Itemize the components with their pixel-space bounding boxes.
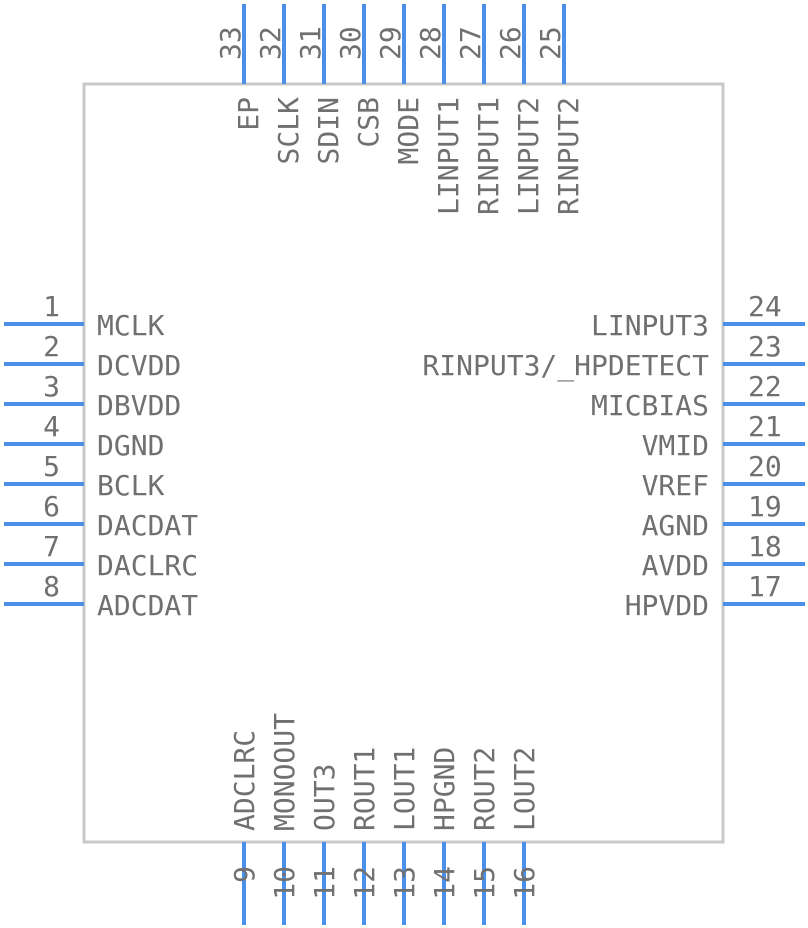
pin-23-label: RINPUT3/_HPDETECT (422, 349, 709, 383)
ic-body (82, 82, 725, 844)
pin-24-number: 24 (748, 290, 782, 323)
pin-29-number: 29 (374, 26, 407, 60)
pin-19-number: 19 (748, 490, 782, 523)
pin-1-label: MCLK (97, 309, 165, 342)
pin-4-label: DGND (97, 429, 164, 462)
pin-22-number: 22 (748, 370, 782, 403)
pin-8-number: 8 (43, 570, 60, 603)
pin-17-number: 17 (748, 570, 782, 603)
pin-4-number: 4 (43, 410, 60, 443)
pin-13-number: 13 (388, 866, 421, 900)
pin-11-label: OUT3 (308, 764, 341, 831)
pin-25-number: 25 (534, 26, 567, 60)
pin-20-number: 20 (748, 450, 782, 483)
pin-16-number: 16 (508, 866, 541, 900)
pin-15-number: 15 (468, 866, 501, 900)
pin-7-label: DACLRC (97, 549, 198, 582)
pin-32-number: 32 (254, 26, 287, 60)
pin-11-number: 11 (308, 866, 341, 900)
pin-23-number: 23 (748, 330, 782, 363)
pin-12-number: 12 (348, 866, 381, 900)
pin-24-label: LINPUT3 (591, 309, 709, 342)
pin-3-label: DBVDD (97, 389, 181, 422)
pin-6-label: DACDAT (97, 509, 198, 542)
pin-30-number: 30 (334, 26, 367, 60)
pin-13-label: LOUT1 (388, 747, 421, 831)
pin-14-number: 14 (428, 866, 461, 900)
pin-32-label: SCLK (272, 97, 305, 165)
pin-1-number: 1 (43, 290, 60, 323)
pin-21-number: 21 (748, 410, 782, 443)
pin-15-label: ROUT2 (468, 747, 501, 831)
pin-14-label: HPGND (428, 747, 461, 831)
pin-18-number: 18 (748, 530, 782, 563)
pin-33-number: 33 (214, 26, 247, 60)
pin-12-label: ROUT1 (348, 747, 381, 831)
pin-25-label: RINPUT2 (552, 97, 585, 215)
pin-33-label: EP (232, 97, 265, 131)
pin-9-label: ADCLRC (228, 730, 261, 831)
pin-21-label: VMID (642, 429, 709, 462)
pin-28-number: 28 (414, 26, 447, 60)
pin-2-label: DCVDD (97, 349, 181, 382)
pin-22-label: MICBIAS (591, 389, 709, 422)
pin-28-label: LINPUT1 (432, 97, 465, 215)
pin-20-label: VREF (642, 469, 709, 502)
pin-6-number: 6 (43, 490, 60, 523)
pin-3-number: 3 (43, 370, 60, 403)
pin-18-label: AVDD (642, 549, 709, 582)
pin-29-label: MODE (392, 97, 425, 164)
pin-10-label: MONOOUT (268, 713, 301, 831)
pin-31-label: SDIN (312, 97, 345, 164)
pin-10-number: 10 (268, 866, 301, 900)
pin-31-number: 31 (294, 26, 327, 60)
pin-5-number: 5 (43, 450, 60, 483)
pin-26-label: LINPUT2 (512, 97, 545, 215)
pin-17-label: HPVDD (625, 589, 709, 622)
pin-27-label: RINPUT1 (472, 97, 505, 215)
pin-5-label: BCLK (97, 469, 165, 502)
pin-19-label: AGND (642, 509, 709, 542)
pin-27-number: 27 (454, 26, 487, 60)
pin-2-number: 2 (43, 330, 60, 363)
pin-8-label: ADCDAT (97, 589, 198, 622)
pin-30-label: CSB (352, 97, 385, 148)
pin-9-number: 9 (228, 866, 261, 883)
pin-7-number: 7 (43, 530, 60, 563)
pin-16-label: LOUT2 (508, 747, 541, 831)
pin-26-number: 26 (494, 26, 527, 60)
